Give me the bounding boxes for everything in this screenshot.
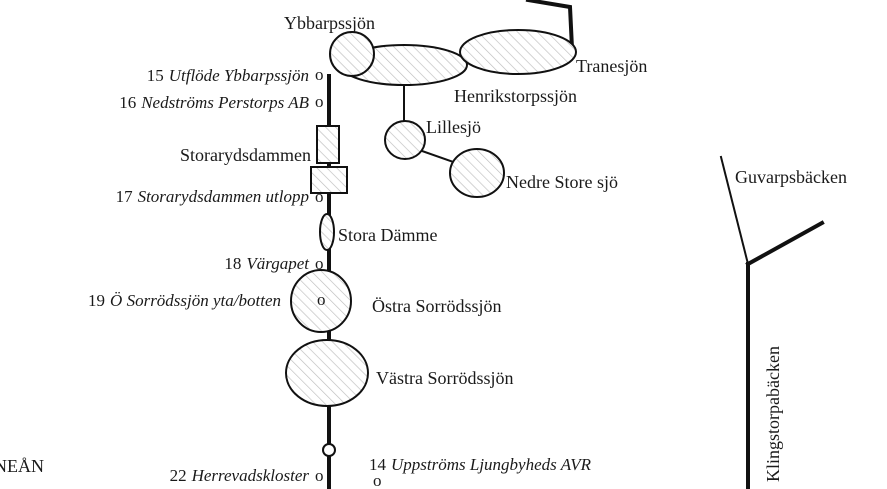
lillesjo-lake <box>384 120 426 160</box>
lakes <box>285 29 577 407</box>
klingstorpabacken-label: Klingstorpabäcken <box>763 346 783 482</box>
river-lines <box>327 0 825 489</box>
ybbarpssjon-label: Ybbarpssjön <box>284 13 375 33</box>
tranesjon-lake <box>459 29 577 75</box>
nedre-store-sjo-label: Nedre Store sjö <box>506 172 618 192</box>
ybbarpssjon-lake <box>329 31 375 77</box>
guvarpsbacken-label: Guvarpsbäcken <box>735 167 847 187</box>
station-19-marker: o <box>317 290 326 309</box>
stora-damme-lake <box>319 213 335 251</box>
vastra-sorrodssjon-label: Västra Sorrödssjön <box>376 368 514 388</box>
station-22-marker: o <box>315 466 324 485</box>
henrikstorpssjon-label: Henrikstorpssjön <box>454 86 577 106</box>
tranesjon-inflow-line <box>525 0 575 51</box>
tranesjon-label: Tranesjön <box>576 56 647 76</box>
ostra-sorrodssjon-lake <box>290 269 352 333</box>
stora-damme-label: Stora Dämme <box>338 225 437 245</box>
station-circle-marker <box>322 443 336 457</box>
storarydsdammen-upper-dam <box>316 125 340 164</box>
vastra-sorrodssjon-lake <box>285 339 369 407</box>
storarydsdammen-label: Storarydsdammen <box>180 145 311 165</box>
station-16-marker: o <box>315 92 324 111</box>
station-15-marker: o <box>315 65 324 84</box>
nedre-store-sjo-lake <box>449 148 505 198</box>
station-18-marker: o <box>315 254 324 273</box>
klingstorpabacken-branch-line <box>745 220 825 267</box>
lillesjo-label: Lillesjö <box>426 117 481 137</box>
lake-labels: Ybbarpssjön Tranesjön Henrikstorpssjön L… <box>0 13 847 482</box>
ostra-sorrodssjon-label: Östra Sorrödssjön <box>372 296 502 316</box>
station-17-marker: o <box>315 187 324 206</box>
storarydsdammen-lower-dam <box>310 166 348 194</box>
station-14-marker: o <box>373 471 382 489</box>
river-name-label: NEÅN <box>0 456 44 476</box>
guvarpsbacken-line <box>719 155 750 266</box>
